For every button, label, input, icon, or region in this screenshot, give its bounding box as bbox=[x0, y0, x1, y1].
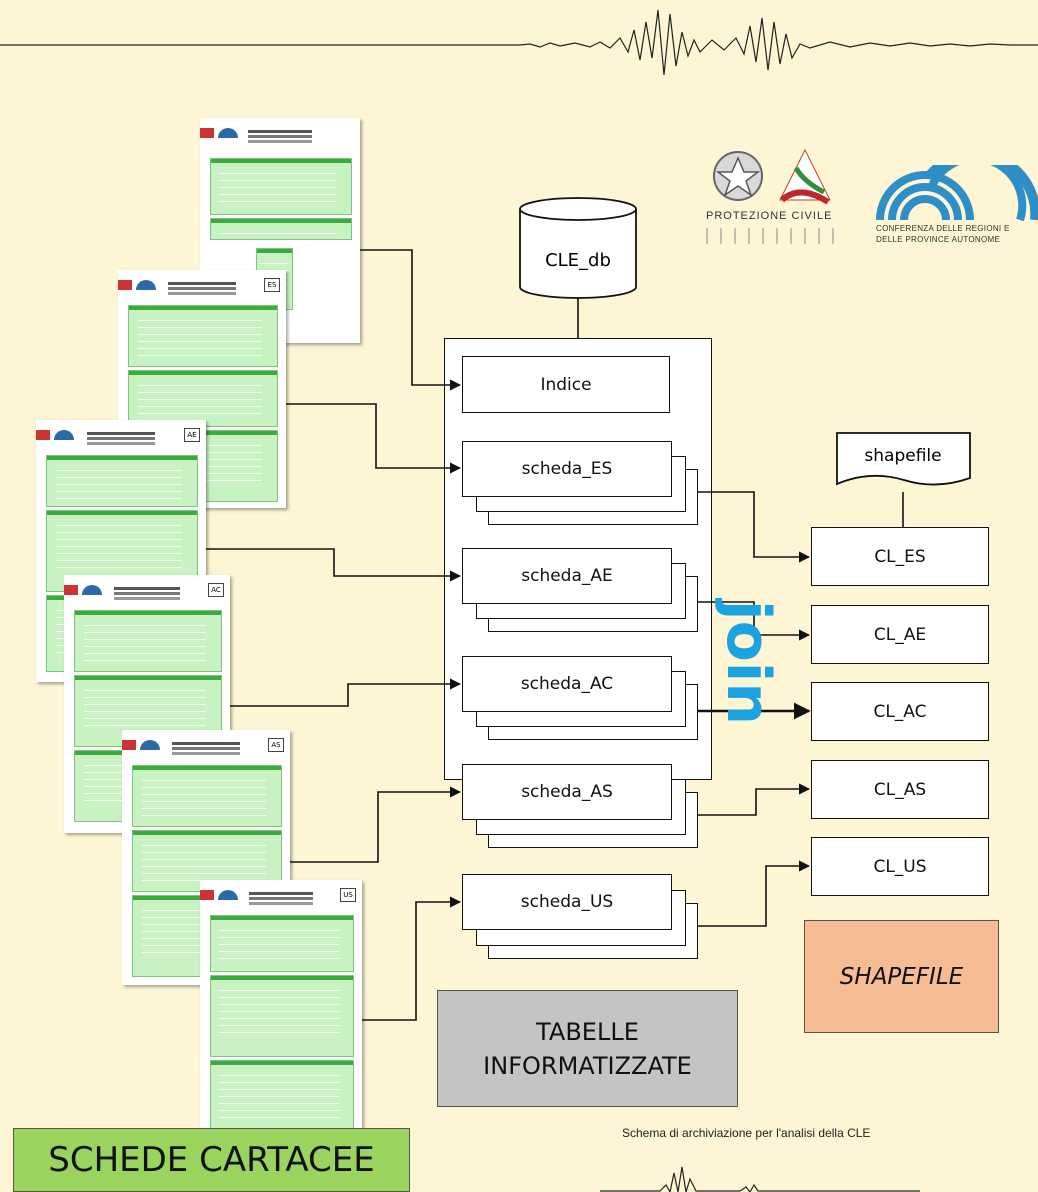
table-scheda-ac: scheda_AC bbox=[462, 656, 672, 712]
layer-cl-ae: CL_AE bbox=[811, 605, 989, 664]
form-code: AS bbox=[268, 738, 284, 752]
protezione-civile-text: PROTEZIONE CIVILE bbox=[706, 210, 833, 222]
conferenza-regioni-emblem bbox=[876, 165, 1038, 222]
shapefile-document-shape bbox=[836, 432, 971, 486]
form-code: US bbox=[340, 888, 356, 902]
seismograph-bottom bbox=[600, 1166, 920, 1192]
table-scheda-as: scheda_AS bbox=[462, 764, 672, 820]
table-scheda-ae: scheda_AE bbox=[462, 548, 672, 604]
paper-form-us: US bbox=[200, 880, 362, 1145]
form-code: ES bbox=[264, 278, 280, 292]
layer-cl-us: CL_US bbox=[811, 837, 989, 896]
shapefile-document-label: shapefile bbox=[864, 446, 942, 466]
seismograph-top bbox=[0, 9, 1038, 76]
shapefile-box: SHAPEFILE bbox=[804, 920, 999, 1033]
caption: Schema di archiviazione per l'analisi de… bbox=[622, 1126, 871, 1140]
table-indice: Indice bbox=[462, 356, 670, 413]
database-label: CLE_db bbox=[545, 249, 611, 271]
conferenza-regioni-text-1: CONFERENZA DELLE REGIONI E bbox=[876, 224, 1010, 233]
protezione-civile-subtext bbox=[706, 228, 846, 244]
join-label: join bbox=[713, 600, 783, 726]
layer-cl-as: CL_AS bbox=[811, 760, 989, 819]
schede-cartacee-box: SCHEDE CARTACEE bbox=[13, 1128, 410, 1192]
tabelle-informatizzate-box: TABELLE INFORMATIZZATE bbox=[437, 990, 738, 1107]
table-scheda-es: scheda_ES bbox=[462, 441, 672, 497]
conferenza-regioni-text-2: DELLE PROVINCE AUTONOME bbox=[876, 235, 1001, 244]
table-scheda-us: scheda_US bbox=[462, 874, 672, 930]
protezione-civile-emblem bbox=[713, 148, 831, 205]
layer-cl-ac: CL_AC bbox=[811, 682, 989, 741]
layer-cl-es: CL_ES bbox=[811, 527, 989, 586]
form-code: AE bbox=[184, 428, 200, 442]
form-code: AC bbox=[208, 583, 224, 597]
database-cylinder bbox=[519, 197, 637, 299]
